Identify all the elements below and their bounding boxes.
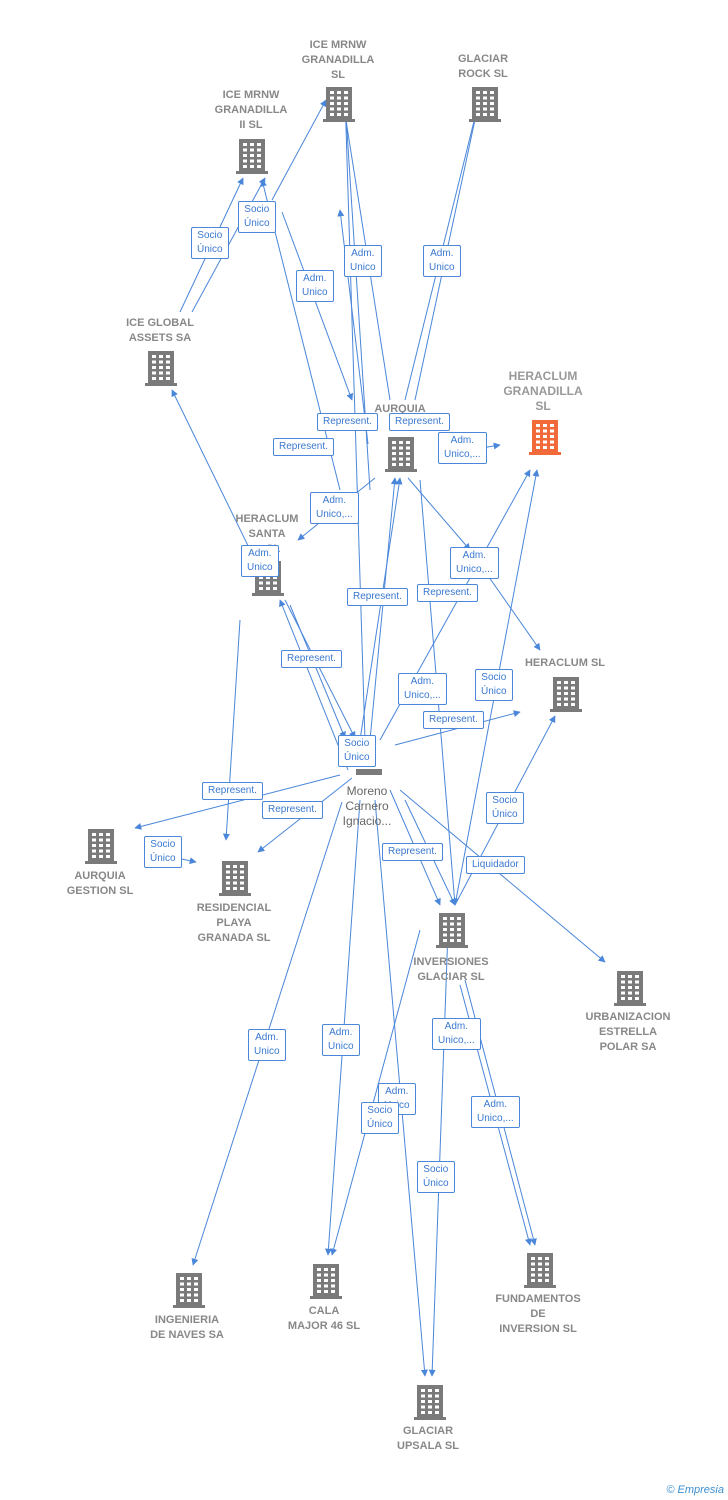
edge-label-represent[interactable]: Represent. bbox=[423, 711, 484, 729]
edge-label-liquidador[interactable]: Liquidador bbox=[466, 856, 525, 874]
edge-label-socio-unico[interactable]: Socio Único bbox=[191, 227, 229, 259]
edge-label-adm-unico-multi[interactable]: Adm. Unico,... bbox=[432, 1018, 481, 1050]
edge-label-adm-unico[interactable]: Adm. Unico bbox=[423, 245, 461, 277]
node-residencial-playa[interactable]: RESIDENCIAL PLAYA GRANADA SL bbox=[169, 901, 299, 946]
edge-label-socio-unico[interactable]: Socio Único bbox=[417, 1161, 455, 1193]
building-icon bbox=[173, 1273, 205, 1308]
building-icon bbox=[550, 677, 582, 712]
building-icon bbox=[85, 829, 117, 864]
relationship-edge bbox=[134, 774, 341, 830]
node-ice-mrnw-granadilla[interactable]: ICE MRNW GRANADILLA SL bbox=[273, 38, 403, 83]
node-glaciar-upsala[interactable]: GLACIAR UPSALA SL bbox=[363, 1424, 493, 1454]
relationship-edge bbox=[284, 599, 356, 739]
node-label: INVERSIONES GLACIAR SL bbox=[413, 956, 489, 983]
relationship-edge bbox=[359, 477, 403, 741]
brand-name: Empresia bbox=[677, 1484, 724, 1496]
edge-label-represent[interactable]: Represent. bbox=[262, 801, 323, 819]
edge-label-represent[interactable]: Represent. bbox=[317, 413, 378, 431]
edge-label-adm-unico-multi[interactable]: Adm. Unico,... bbox=[310, 492, 359, 524]
node-glaciar-rock[interactable]: GLACIAR ROCK SL bbox=[418, 52, 548, 82]
edge-label-represent[interactable]: Represent. bbox=[281, 650, 342, 668]
edge-label-adm-unico-multi[interactable]: Adm. Unico,... bbox=[438, 432, 487, 464]
edge-label-adm-unico[interactable]: Adm. Unico bbox=[322, 1024, 360, 1056]
relationship-edge bbox=[341, 99, 371, 491]
node-label: CALA MAJOR 46 SL bbox=[287, 1305, 361, 1332]
edge-label-socio-unico[interactable]: Socio Único bbox=[361, 1102, 399, 1134]
edge-label-socio-unico[interactable]: Socio Único bbox=[338, 735, 376, 767]
edge-label-adm-unico[interactable]: Adm. Unico bbox=[241, 545, 279, 577]
edge-label-adm-unico[interactable]: Adm. Unico bbox=[344, 245, 382, 277]
node-inversiones-glaciar[interactable]: INVERSIONES GLACIAR SL bbox=[386, 955, 516, 985]
node-label: URBANIZACION ESTRELLA POLAR SA bbox=[585, 1011, 671, 1053]
edge-label-adm-unico[interactable]: Adm. Unico bbox=[296, 270, 334, 302]
node-heraclum-granadilla[interactable]: HERACLUM GRANADILLA SL bbox=[478, 369, 608, 414]
edge-label-socio-unico[interactable]: Socio Único bbox=[486, 792, 524, 824]
edge-label-adm-unico-multi[interactable]: Adm. Unico,... bbox=[450, 547, 499, 579]
relationship-edge bbox=[171, 389, 256, 561]
node-label: ICE MRNW GRANADILLA II SL bbox=[214, 89, 288, 131]
node-label: GLACIAR ROCK SL bbox=[457, 53, 509, 80]
building-icon bbox=[219, 861, 251, 896]
edge-label-socio-unico[interactable]: Socio Único bbox=[475, 669, 513, 701]
node-cala-major[interactable]: CALA MAJOR 46 SL bbox=[259, 1304, 389, 1334]
node-person-moreno-carnero[interactable]: Moreno Carnero Ignacio... bbox=[302, 784, 432, 829]
relationship-edge bbox=[399, 789, 606, 963]
node-ingenieria-naves[interactable]: INGENIERIA DE NAVES SA bbox=[122, 1313, 252, 1343]
node-label: GLACIAR UPSALA SL bbox=[397, 1425, 459, 1452]
edge-label-represent[interactable]: Represent. bbox=[382, 843, 443, 861]
node-heraclum-sl[interactable]: HERACLUM SL bbox=[500, 656, 630, 671]
edge-label-represent[interactable]: Represent. bbox=[273, 438, 334, 456]
edge-label-represent[interactable]: Represent. bbox=[389, 413, 450, 431]
node-aurquia[interactable]: AURQUIA bbox=[335, 402, 465, 417]
building-icon bbox=[436, 913, 468, 948]
building-icon bbox=[524, 1253, 556, 1288]
edge-label-adm-unico-multi[interactable]: Adm. Unico,... bbox=[398, 673, 447, 705]
node-label: HERACLUM SL bbox=[524, 657, 606, 669]
node-label: HERACLUM GRANADILLA SL bbox=[503, 369, 583, 413]
building-icon bbox=[323, 87, 355, 122]
node-label: ICE GLOBAL ASSETS SA bbox=[126, 317, 194, 344]
relationship-edge bbox=[407, 477, 471, 551]
node-label: AURQUIA GESTION SL bbox=[66, 870, 134, 897]
relationship-edge bbox=[222, 619, 241, 841]
relationship-edge bbox=[281, 211, 354, 401]
building-icon bbox=[614, 971, 646, 1006]
building-icon bbox=[414, 1385, 446, 1420]
relationship-edge bbox=[279, 599, 349, 771]
relationship-edge bbox=[369, 477, 398, 741]
edge-label-socio-unico[interactable]: Socio Único bbox=[144, 836, 182, 868]
building-icon bbox=[236, 139, 268, 174]
edge-label-represent[interactable]: Represent. bbox=[202, 782, 263, 800]
building-icon bbox=[145, 351, 177, 386]
building-icon bbox=[385, 437, 417, 472]
edge-label-adm-unico[interactable]: Adm. Unico bbox=[248, 1029, 286, 1061]
person-label: Moreno Carnero Ignacio... bbox=[342, 784, 392, 828]
node-ice-mrnw-granadilla-ii[interactable]: ICE MRNW GRANADILLA II SL bbox=[186, 88, 316, 133]
copyright-icon: © bbox=[666, 1484, 675, 1496]
relationship-edge bbox=[330, 929, 421, 1256]
node-label: AURQUIA bbox=[374, 403, 426, 415]
edge-label-represent[interactable]: Represent. bbox=[417, 584, 478, 602]
edge-label-represent[interactable]: Represent. bbox=[347, 588, 408, 606]
edge-label-socio-unico[interactable]: Socio Único bbox=[238, 201, 276, 233]
node-aurquia-gestion[interactable]: AURQUIA GESTION SL bbox=[35, 869, 165, 899]
relationship-edge bbox=[271, 99, 327, 201]
footer-brand[interactable]: © Empresia bbox=[666, 1484, 724, 1496]
node-label: INGENIERIA DE NAVES SA bbox=[150, 1314, 224, 1341]
person-icon bbox=[356, 769, 382, 775]
node-label: FUNDAMENTOS DE INVERSION SL bbox=[495, 1293, 581, 1335]
building-icon-highlighted bbox=[529, 420, 561, 455]
node-fundamentos-inversion[interactable]: FUNDAMENTOS DE INVERSION SL bbox=[473, 1292, 603, 1337]
node-label: ICE MRNW GRANADILLA SL bbox=[301, 39, 375, 81]
relationship-edge bbox=[289, 604, 346, 739]
node-ice-global-assets[interactable]: ICE GLOBAL ASSETS SA bbox=[95, 316, 225, 346]
node-urbanizacion-estrella[interactable]: URBANIZACION ESTRELLA POLAR SA bbox=[563, 1010, 693, 1055]
relationship-edge bbox=[428, 929, 449, 1377]
building-icon bbox=[469, 87, 501, 122]
node-label: RESIDENCIAL PLAYA GRANADA SL bbox=[196, 902, 272, 944]
building-icon bbox=[310, 1264, 342, 1299]
edge-label-adm-unico-multi[interactable]: Adm. Unico,... bbox=[471, 1096, 520, 1128]
